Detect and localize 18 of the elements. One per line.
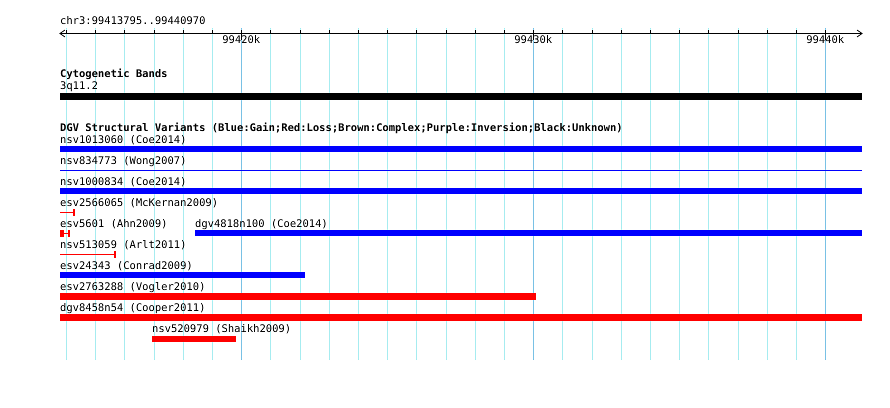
variant-label: dgv8458n54 (Cooper2011) xyxy=(60,302,206,314)
variant-label: nsv1000834 (Coe2014) xyxy=(60,176,186,188)
variant-label: esv5601 (Ahn2009) xyxy=(60,218,168,230)
variant-label: esv2763288 (Vogler2010) xyxy=(60,281,206,293)
scale-tick-label: 99430k xyxy=(514,34,552,46)
variant-label: esv2566065 (McKernan2009) xyxy=(60,197,218,209)
track-title: Cytogenetic Bands xyxy=(60,68,168,80)
variant-label: nsv834773 (Wong2007) xyxy=(60,155,186,167)
variant-label: nsv1013060 (Coe2014) xyxy=(60,134,186,146)
band-label: 3q11.2 xyxy=(60,80,98,92)
variant-label: esv24343 (Conrad2009) xyxy=(60,260,193,272)
variant-label: nsv520979 (Shaikh2009) xyxy=(152,323,292,335)
variant-label: dgv4818n100 (Coe2014) xyxy=(195,218,328,230)
scale-tick-label: 99420k xyxy=(222,34,260,46)
coordinate-range: chr3:99413795..99440970 xyxy=(60,15,206,27)
variant-label: nsv513059 (Arlt2011) xyxy=(60,239,186,251)
scale-tick-label: 99440k xyxy=(806,34,844,46)
track-title: DGV Structural Variants (Blue:Gain;Red:Loss;Brown:Complex;Purple:Inversion;Black:Unknown) xyxy=(60,122,623,134)
